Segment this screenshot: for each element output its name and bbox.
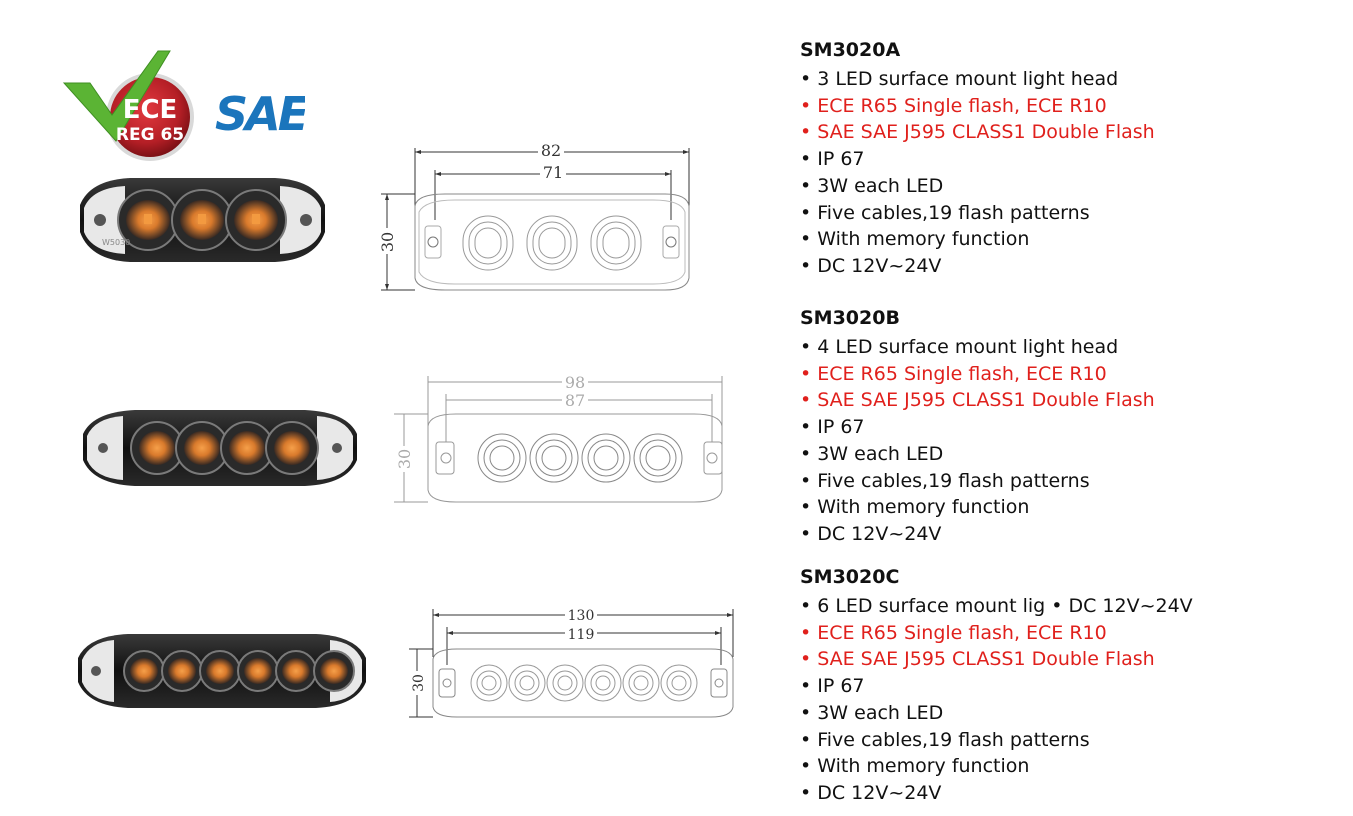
checkmark-icon	[62, 50, 171, 142]
feature-item: •IP 67	[800, 416, 865, 439]
model-title: SM3020A	[800, 39, 901, 61]
reg65-text: REG 65	[116, 125, 184, 145]
feature-item: •Five cables,19 flash patterns	[800, 469, 1090, 492]
dim-height: 30	[395, 449, 414, 469]
sm3020a-dimension-drawing: 82 71 30	[378, 141, 690, 291]
feature-list: •4 LED surface mount light head •ECE R65…	[800, 334, 1340, 548]
feature-item: •With memory function	[800, 496, 1030, 519]
sm3020a-spec-block: SM3020A •3 LED surface mount light head …	[800, 38, 1340, 280]
model-title: SM3020B	[800, 307, 900, 329]
sm3020b-photo	[83, 410, 357, 486]
dim-hole-spacing: 119	[568, 627, 595, 643]
feature-item: •SAE SAE J595 CLASS1 Double Flash	[800, 121, 1155, 144]
feature-item: •3 LED surface mount light head	[800, 68, 1119, 90]
feature-item: •3W each LED	[800, 174, 944, 197]
sm3020b-dimension-drawing: 98 87 30	[394, 373, 723, 503]
dim-height: 30	[411, 674, 427, 692]
sm3020c-dimension-drawing: 130 119 30	[409, 607, 734, 718]
sm3020c-spec-block: SM3020C •6 LED surface mount lig • DC 12…	[800, 565, 1340, 807]
feature-item: •SAE SAE J595 CLASS1 Double Flash	[800, 648, 1155, 671]
feature-item: •DC 12V~24V	[800, 254, 942, 277]
feature-item: •Five cables,19 flash patterns	[800, 728, 1090, 751]
feature-item: •IP 67	[800, 148, 865, 171]
feature-list: •6 LED surface mount lig • DC 12V~24V •E…	[800, 593, 1340, 807]
sae-text: SAE	[215, 87, 305, 136]
feature-item: •SAE SAE J595 CLASS1 Double Flash	[800, 389, 1155, 412]
feature-item: •IP 67	[800, 675, 865, 698]
feature-item: •DC 12V~24V	[800, 781, 942, 804]
dim-hole-spacing: 87	[565, 391, 585, 410]
feature-item: •4 LED surface mount light head	[800, 336, 1119, 358]
dim-overall-length: 98	[565, 373, 585, 392]
feature-item: •ECE R65 Single flash, ECE R10	[800, 362, 1107, 385]
sm3020c-photo	[78, 634, 366, 708]
feature-item: •3W each LED	[800, 701, 944, 724]
feature-item: •DC 12V~24V	[800, 522, 942, 545]
sae-logo: SAE	[215, 87, 305, 136]
feature-item: •6 LED surface mount lig • DC 12V~24V	[800, 595, 1193, 617]
model-title: SM3020C	[800, 566, 900, 588]
sm3020a-photo: W5030	[80, 178, 325, 262]
dim-overall-length: 130	[568, 608, 595, 624]
feature-item: •ECE R65 Single flash, ECE R10	[800, 621, 1107, 644]
feature-item: •With memory function	[800, 755, 1030, 778]
svg-text:W5030: W5030	[102, 238, 130, 247]
led-cluster	[117, 189, 287, 251]
led-cluster	[130, 421, 319, 475]
feature-item: •3W each LED	[800, 442, 944, 465]
sm3020b-spec-block: SM3020B •4 LED surface mount light head …	[800, 306, 1340, 548]
led-cluster	[123, 650, 355, 692]
dim-overall-length: 82	[541, 141, 561, 160]
dim-height: 30	[378, 232, 397, 252]
dim-hole-spacing: 71	[543, 163, 563, 182]
feature-item: •ECE R65 Single flash, ECE R10	[800, 94, 1107, 117]
ece-text: ECE	[123, 95, 178, 125]
ece-reg65-logo: ECE REG 65	[62, 50, 194, 161]
feature-list: •3 LED surface mount light head •ECE R65…	[800, 66, 1340, 280]
feature-item: •With memory function	[800, 228, 1030, 251]
feature-item: •Five cables,19 flash patterns	[800, 201, 1090, 224]
